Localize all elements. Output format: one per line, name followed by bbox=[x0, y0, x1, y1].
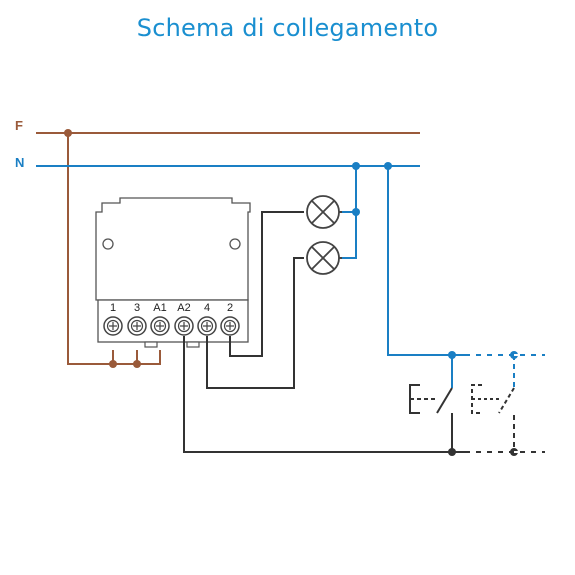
diagram-title: Schema di collegamento bbox=[136, 14, 439, 42]
mounting-hole-icon bbox=[102, 238, 114, 250]
phase-line: F bbox=[15, 118, 420, 368]
phase-junction bbox=[64, 129, 72, 137]
lamp-icon bbox=[306, 241, 342, 275]
optional-push-button-icon bbox=[471, 384, 515, 414]
terminal-label: A1 bbox=[153, 302, 166, 314]
load-wires bbox=[183, 211, 545, 456]
phase-label: F bbox=[15, 118, 23, 133]
terminal-screw-icon bbox=[197, 316, 217, 336]
terminal-screw-icon bbox=[103, 316, 123, 336]
neutral-junction bbox=[352, 208, 360, 216]
mounting-hole-icon bbox=[229, 238, 241, 250]
terminals: 1 3 A1 A2 4 2 bbox=[103, 302, 240, 336]
push-button-icon bbox=[409, 384, 453, 418]
neutral-junction bbox=[384, 162, 392, 170]
neutral-junction bbox=[448, 351, 456, 359]
lamp-icon bbox=[306, 195, 342, 229]
terminal-screw-icon bbox=[127, 316, 147, 336]
neutral-line: N bbox=[15, 155, 545, 388]
terminal-label: 4 bbox=[204, 302, 210, 314]
terminal-label: A2 bbox=[177, 302, 190, 314]
terminal-label: 2 bbox=[227, 302, 233, 314]
neutral-junction bbox=[352, 162, 360, 170]
neutral-label: N bbox=[15, 155, 24, 170]
terminal-label: 3 bbox=[134, 302, 140, 314]
terminal-screw-icon bbox=[220, 316, 240, 336]
terminal-screw-icon bbox=[174, 316, 194, 336]
terminal-screw-icon bbox=[150, 316, 170, 336]
phase-junction bbox=[133, 360, 141, 368]
terminal-label: 1 bbox=[110, 302, 116, 314]
phase-junction bbox=[109, 360, 117, 368]
wire-junction bbox=[448, 448, 456, 456]
